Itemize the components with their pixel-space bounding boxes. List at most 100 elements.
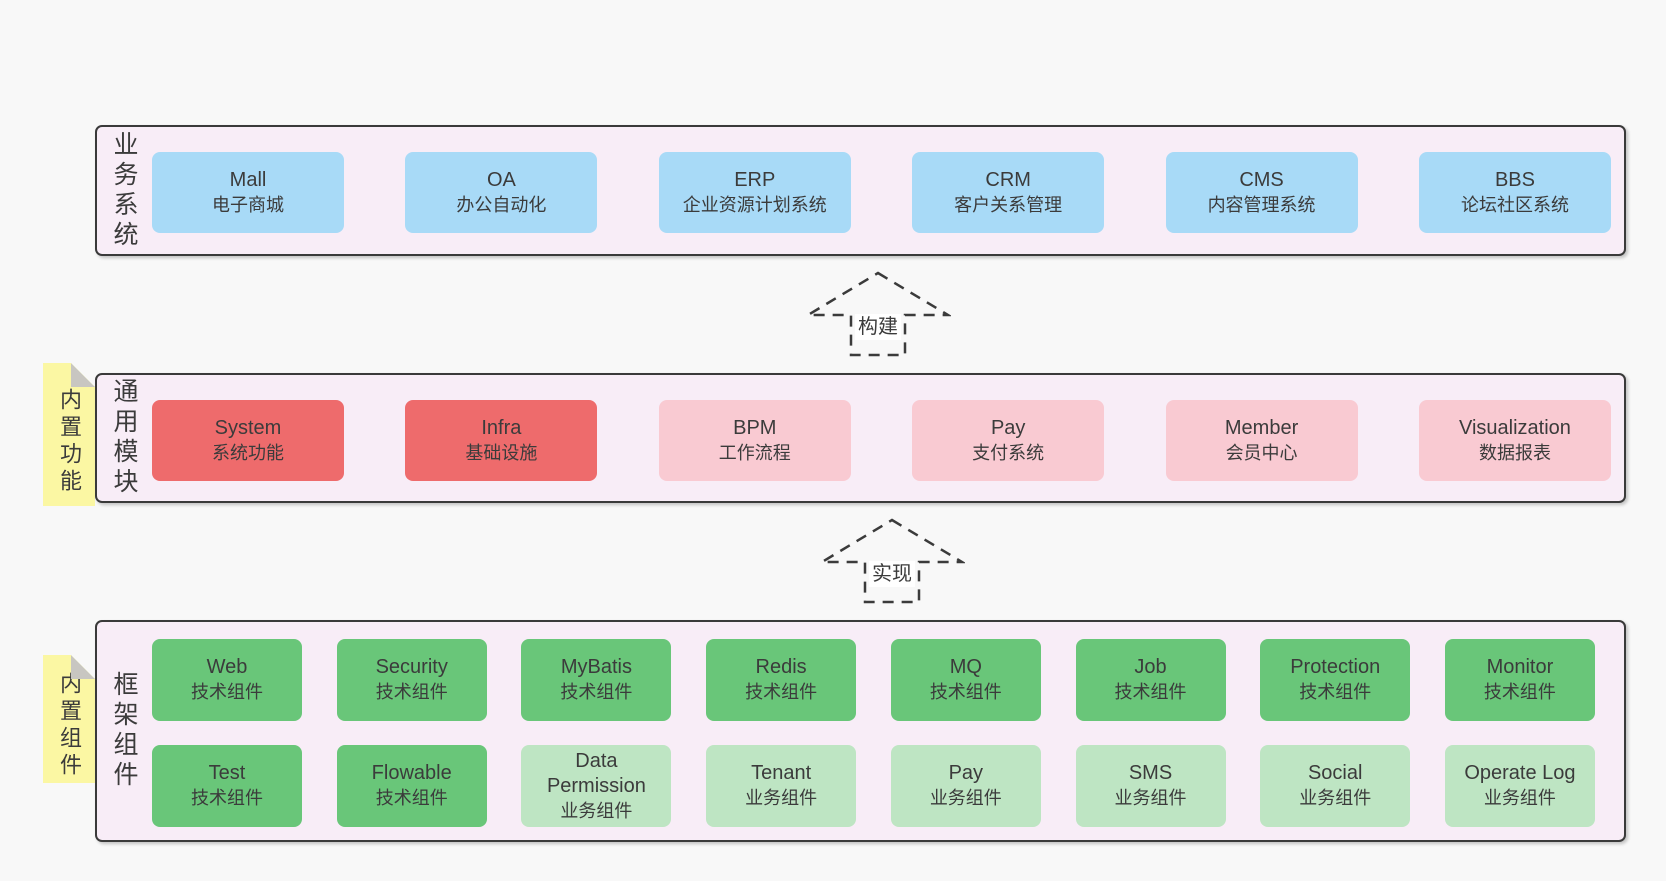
- module-box-social: Social 业务组件: [1260, 745, 1411, 827]
- module-subtitle: 技术组件: [191, 788, 263, 808]
- section-label: 通用模块: [110, 378, 138, 498]
- section-common-modules: 通用模块 System 系统功能 Infra 基础设施 BPM 工作流程 Pay 支付系统 Me…: [95, 373, 1626, 503]
- module-subtitle: 电子商城: [212, 194, 284, 215]
- module-title: SMS: [1128, 762, 1173, 784]
- module-subtitle: 业务组件: [1114, 788, 1187, 808]
- module-title: BPM: [733, 416, 777, 439]
- module-subtitle: 办公自动化: [456, 194, 547, 215]
- module-subtitle: 技术组件: [1114, 682, 1187, 702]
- module-box-sms: SMS 业务组件: [1075, 745, 1226, 827]
- module-box-pay: Pay 支付系统: [912, 400, 1105, 481]
- module-box-operate-log: Operate Log 业务组件: [1444, 745, 1595, 827]
- module-subtitle: 业务组件: [1299, 788, 1372, 808]
- module-title: Web: [206, 656, 248, 678]
- module-title: System: [214, 416, 282, 439]
- module-box-member: Member 会员中心: [1165, 400, 1358, 481]
- module-box-infra: Infra 基础设施: [405, 400, 598, 481]
- sticky-note-built-in-components: 内置组件: [43, 655, 95, 783]
- module-box-mq: MQ 技术组件: [890, 639, 1041, 721]
- arrow-build-up: 构建: [805, 270, 951, 358]
- section-rows: System 系统功能 Infra 基础设施 BPM 工作流程 Pay 支付系统 Member 会…: [97, 375, 1624, 501]
- module-title: ERP: [734, 168, 776, 191]
- module-subtitle: 系统功能: [212, 442, 284, 463]
- arrow-implement-up: 实现: [819, 517, 965, 605]
- module-subtitle: 技术组件: [1299, 682, 1372, 702]
- module-title: Job: [1134, 656, 1167, 678]
- module-box-protection: Protection 技术组件: [1260, 639, 1411, 721]
- module-box-erp: ERP 企业资源计划系统: [658, 152, 851, 233]
- module-subtitle: 支付系统: [972, 442, 1045, 463]
- module-box-bbs: BBS 论坛社区系统: [1418, 152, 1611, 233]
- module-box-data-permission: Data Permission 业务组件: [521, 745, 672, 827]
- module-title: Mall: [229, 168, 267, 191]
- module-title: Infra: [481, 416, 522, 439]
- folded-corner-icon: [71, 363, 95, 387]
- module-box-mall: Mall 电子商城: [152, 152, 344, 233]
- folded-corner-icon: [71, 655, 95, 679]
- module-title: Social: [1307, 762, 1363, 784]
- module-box-mybatis: MyBatis 技术组件: [521, 639, 672, 721]
- module-title: MQ: [949, 656, 982, 678]
- module-subtitle: 技术组件: [560, 682, 633, 702]
- section-label: 框架组件: [110, 671, 138, 791]
- module-box-system: System 系统功能: [152, 400, 344, 481]
- module-subtitle: 业务组件: [745, 788, 818, 808]
- module-box-crm: CRM 客户关系管理: [912, 152, 1105, 233]
- module-title: OA: [486, 168, 516, 191]
- module-subtitle: 内容管理系统: [1207, 194, 1316, 215]
- module-subtitle: 基础设施: [465, 442, 538, 463]
- module-title: Test: [208, 762, 246, 784]
- module-title: Pay: [990, 416, 1026, 439]
- module-title: Protection: [1290, 656, 1381, 678]
- module-subtitle: 技术组件: [375, 682, 448, 702]
- module-subtitle: 技术组件: [929, 682, 1002, 702]
- module-box-oa: OA 办公自动化: [405, 152, 598, 233]
- module-subtitle: 业务组件: [1483, 788, 1556, 808]
- module-title: Security: [375, 656, 448, 678]
- sticky-note-label: 内置组件: [57, 672, 82, 780]
- module-title: Member: [1224, 416, 1299, 439]
- module-subtitle: 工作流程: [718, 442, 791, 463]
- module-box-security: Security 技术组件: [336, 639, 487, 721]
- module-title: Tenant: [751, 762, 812, 784]
- module-title: Redis: [755, 656, 807, 678]
- section-label: 业务系统: [110, 130, 138, 251]
- module-title: CMS: [1239, 168, 1284, 191]
- module-title: Data Permission: [546, 749, 646, 797]
- module-title: Operate Log: [1464, 762, 1576, 784]
- module-subtitle: 客户关系管理: [954, 194, 1063, 215]
- module-box-pay: Pay 业务组件: [890, 745, 1041, 827]
- module-title: CRM: [985, 168, 1031, 191]
- sticky-note-built-in-features: 内置功能: [43, 363, 95, 506]
- module-title: Visualization: [1458, 416, 1571, 439]
- module-title: BBS: [1494, 168, 1535, 191]
- module-box-visualization: Visualization 数据报表: [1418, 400, 1611, 481]
- module-subtitle: 业务组件: [560, 800, 633, 821]
- module-subtitle: 业务组件: [929, 788, 1002, 808]
- module-subtitle: 技术组件: [191, 682, 263, 702]
- module-subtitle: 企业资源计划系统: [682, 194, 827, 215]
- module-subtitle: 论坛社区系统: [1460, 194, 1569, 215]
- dashed-up-arrow-icon: [819, 518, 965, 604]
- module-box-tenant: Tenant 业务组件: [706, 745, 857, 827]
- module-subtitle: 会员中心: [1225, 442, 1298, 463]
- module-box-job: Job 技术组件: [1075, 639, 1226, 721]
- section-business-systems: 业务系统 Mall 电子商城 OA 办公自动化 ERP 企业资源计划系统 CRM 客户关系管理…: [95, 125, 1626, 256]
- module-subtitle: 技术组件: [1483, 682, 1556, 702]
- module-title: Flowable: [371, 762, 452, 784]
- dashed-up-arrow-icon: [805, 271, 951, 357]
- module-subtitle: 数据报表: [1478, 442, 1551, 463]
- arrow-label: 实现: [869, 561, 915, 587]
- module-row: Mall 电子商城 OA 办公自动化 ERP 企业资源计划系统 CRM 客户关系管理 CMS 内容…: [152, 152, 1611, 233]
- module-title: Pay: [948, 762, 984, 784]
- arrow-label: 构建: [855, 314, 901, 340]
- sticky-note-label: 内置功能: [57, 387, 82, 496]
- module-box-cms: CMS 内容管理系统: [1165, 152, 1358, 233]
- module-title: MyBatis: [560, 656, 632, 678]
